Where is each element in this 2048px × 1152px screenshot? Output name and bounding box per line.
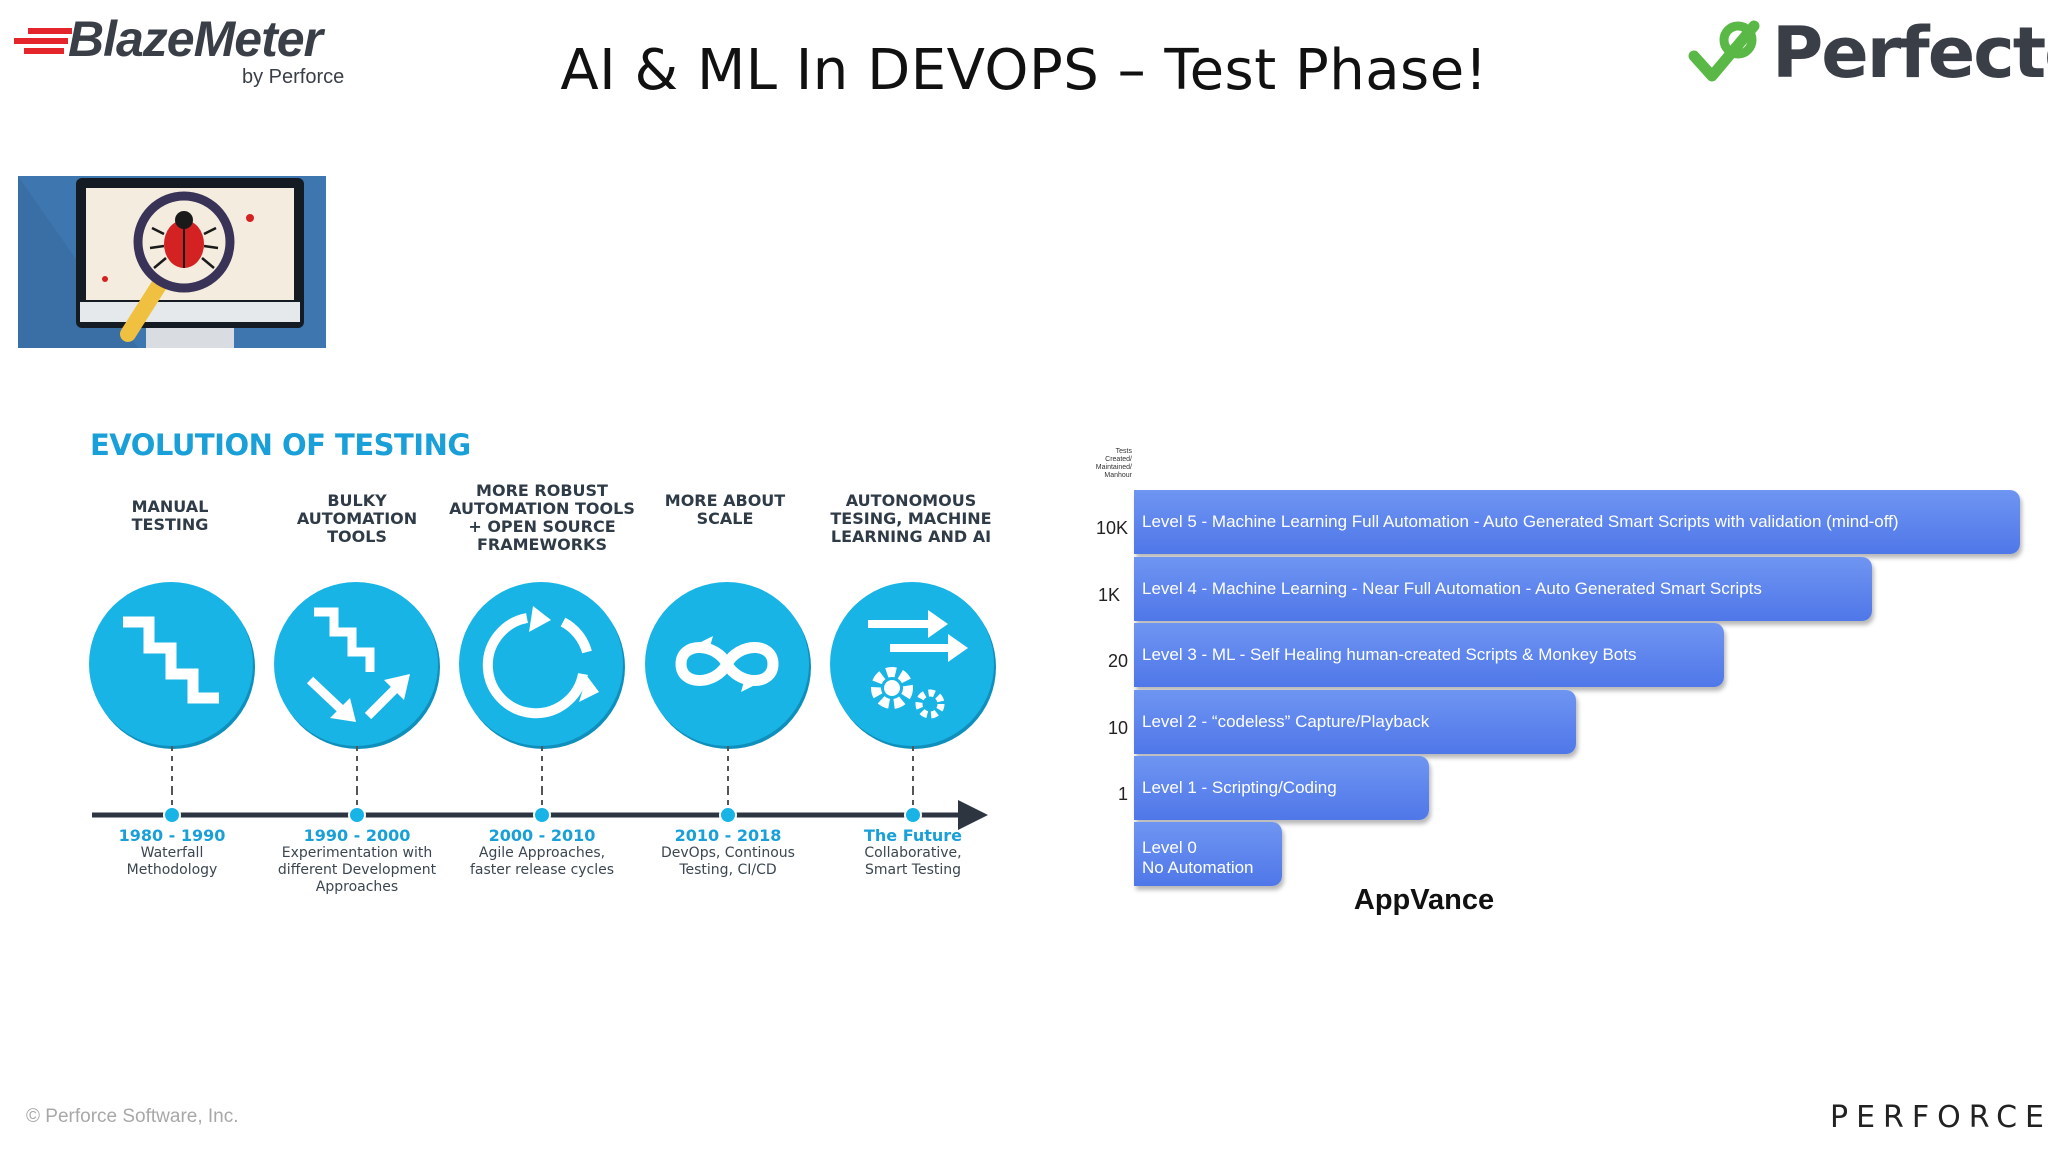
stairs-icon bbox=[89, 582, 253, 746]
level-y-label: 10K bbox=[1095, 518, 1128, 538]
bug-inspection-illustration bbox=[18, 176, 326, 348]
levels-y-axis-title: Tests Created/ Maintained/ Manhour bbox=[1095, 448, 1132, 479]
timeline-axis bbox=[92, 790, 988, 830]
level-2-bar: Level 2 - “codeless” Capture/Playback bbox=[1134, 690, 1576, 754]
blazemeter-logo bbox=[14, 14, 354, 90]
era-year: The Future bbox=[863, 826, 963, 845]
timeline-arrow-icon bbox=[958, 800, 988, 830]
era-label-bulky: BULKY AUTOMATION TOOLS bbox=[296, 491, 418, 546]
stairs-arrows-icon bbox=[274, 582, 438, 746]
era-label-manual: MANUAL TESTING bbox=[131, 497, 209, 534]
era-year: 1980 - 1990 bbox=[118, 826, 226, 845]
infinity-loop-icon bbox=[645, 582, 809, 746]
blazemeter-wordmark: BlazeMeter bbox=[68, 11, 323, 67]
level-y-label: 1 bbox=[1117, 784, 1128, 804]
era-year: 1990 - 2000 bbox=[303, 826, 411, 845]
level-0-bar: Level 0 No Automation bbox=[1134, 822, 1282, 886]
level-y-label: 10 bbox=[1107, 718, 1128, 738]
slide-title: AI & ML In DEVOPS – Test Phase! bbox=[560, 38, 1488, 103]
speed-lines-icon bbox=[14, 28, 72, 54]
era-year: 2000 - 2010 bbox=[488, 826, 596, 845]
level-5-bar: Level 5 - Machine Learning Full Automati… bbox=[1134, 490, 2020, 554]
perforce-wordmark: PERFORCE bbox=[1830, 1100, 2048, 1135]
era-description: Agile Approaches, faster release cycles bbox=[469, 845, 615, 878]
era-description: Experimentation with different Developme… bbox=[277, 845, 437, 895]
era-label-robust: MORE ROBUST AUTOMATION TOOLS + OPEN SOUR… bbox=[449, 481, 635, 554]
perfecto-wordmark: Perfecto bbox=[1772, 12, 2048, 94]
cycle-icon bbox=[459, 582, 623, 746]
gears-arrows-icon bbox=[830, 582, 994, 746]
timeline-connectors bbox=[171, 746, 914, 792]
level-3-bar: Level 3 - ML - Self Healing human-create… bbox=[1134, 623, 1724, 687]
level-y-label: 1K bbox=[1097, 585, 1120, 605]
era-label-autonomous: AUTONOMOUS TESING, MACHINE LEARNING AND … bbox=[830, 491, 992, 546]
era-year: 2010 - 2018 bbox=[674, 826, 782, 845]
level-y-label: 20 bbox=[1107, 651, 1128, 671]
level-4-bar: Level 4 - Machine Learning - Near Full A… bbox=[1134, 557, 1872, 621]
appvance-caption: AppVance bbox=[1353, 884, 1495, 916]
copyright-notice: © Perforce Software, Inc. bbox=[26, 1106, 239, 1127]
level-1-bar: Level 1 - Scripting/Coding bbox=[1134, 756, 1429, 820]
evolution-title: EVOLUTION OF TESTING bbox=[90, 428, 471, 462]
era-label-scale: MORE ABOUT SCALE bbox=[664, 491, 786, 528]
era-description: DevOps, Continous Testing, CI/CD bbox=[661, 845, 795, 878]
blazemeter-subtitle: by Perforce bbox=[242, 66, 345, 88]
perfecto-check-icon bbox=[1688, 20, 1760, 82]
era-description: Waterfall Methodology bbox=[126, 845, 218, 878]
era-description: Collaborative, Smart Testing bbox=[864, 845, 962, 878]
